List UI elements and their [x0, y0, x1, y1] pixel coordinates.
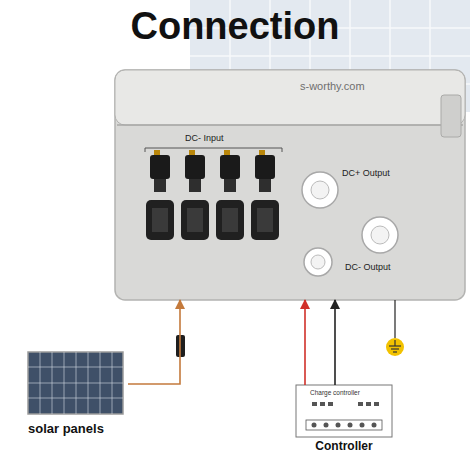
mc4-bottom-row [146, 200, 279, 240]
diagram-title: Connection [0, 4, 470, 50]
cable-glands [302, 172, 398, 276]
box-body [115, 70, 465, 300]
controller-node: Charge controllerController [296, 385, 394, 457]
controller-caption: Charge controller [310, 389, 360, 396]
panel-label: solar panels [28, 422, 104, 437]
brand-url: s-worthy.com [300, 80, 365, 93]
input-label: DC- Input [185, 133, 224, 143]
solar-panel [28, 352, 123, 414]
wire-connector [334, 300, 336, 385]
solar-cells [28, 352, 123, 414]
mc4-top-row [150, 150, 275, 192]
output-label: DC+ Output [342, 168, 390, 178]
box-lid [115, 70, 465, 125]
controller-label: Controller [296, 440, 392, 454]
ground-symbol [386, 338, 404, 356]
ground-wire [394, 300, 395, 338]
controller-terminals [306, 402, 382, 430]
ground-lines [389, 340, 401, 352]
wire-connector [304, 300, 306, 385]
wire-connector [128, 300, 180, 384]
controller-housing [296, 385, 392, 437]
output-label: DC- Output [345, 262, 391, 272]
combiner-box: s-worthy.comDC- InputDC+ OutputDC- Outpu… [115, 70, 465, 300]
lid-seam [117, 124, 463, 126]
solar-panel-node: solar panels [28, 352, 128, 450]
latch [441, 95, 461, 137]
